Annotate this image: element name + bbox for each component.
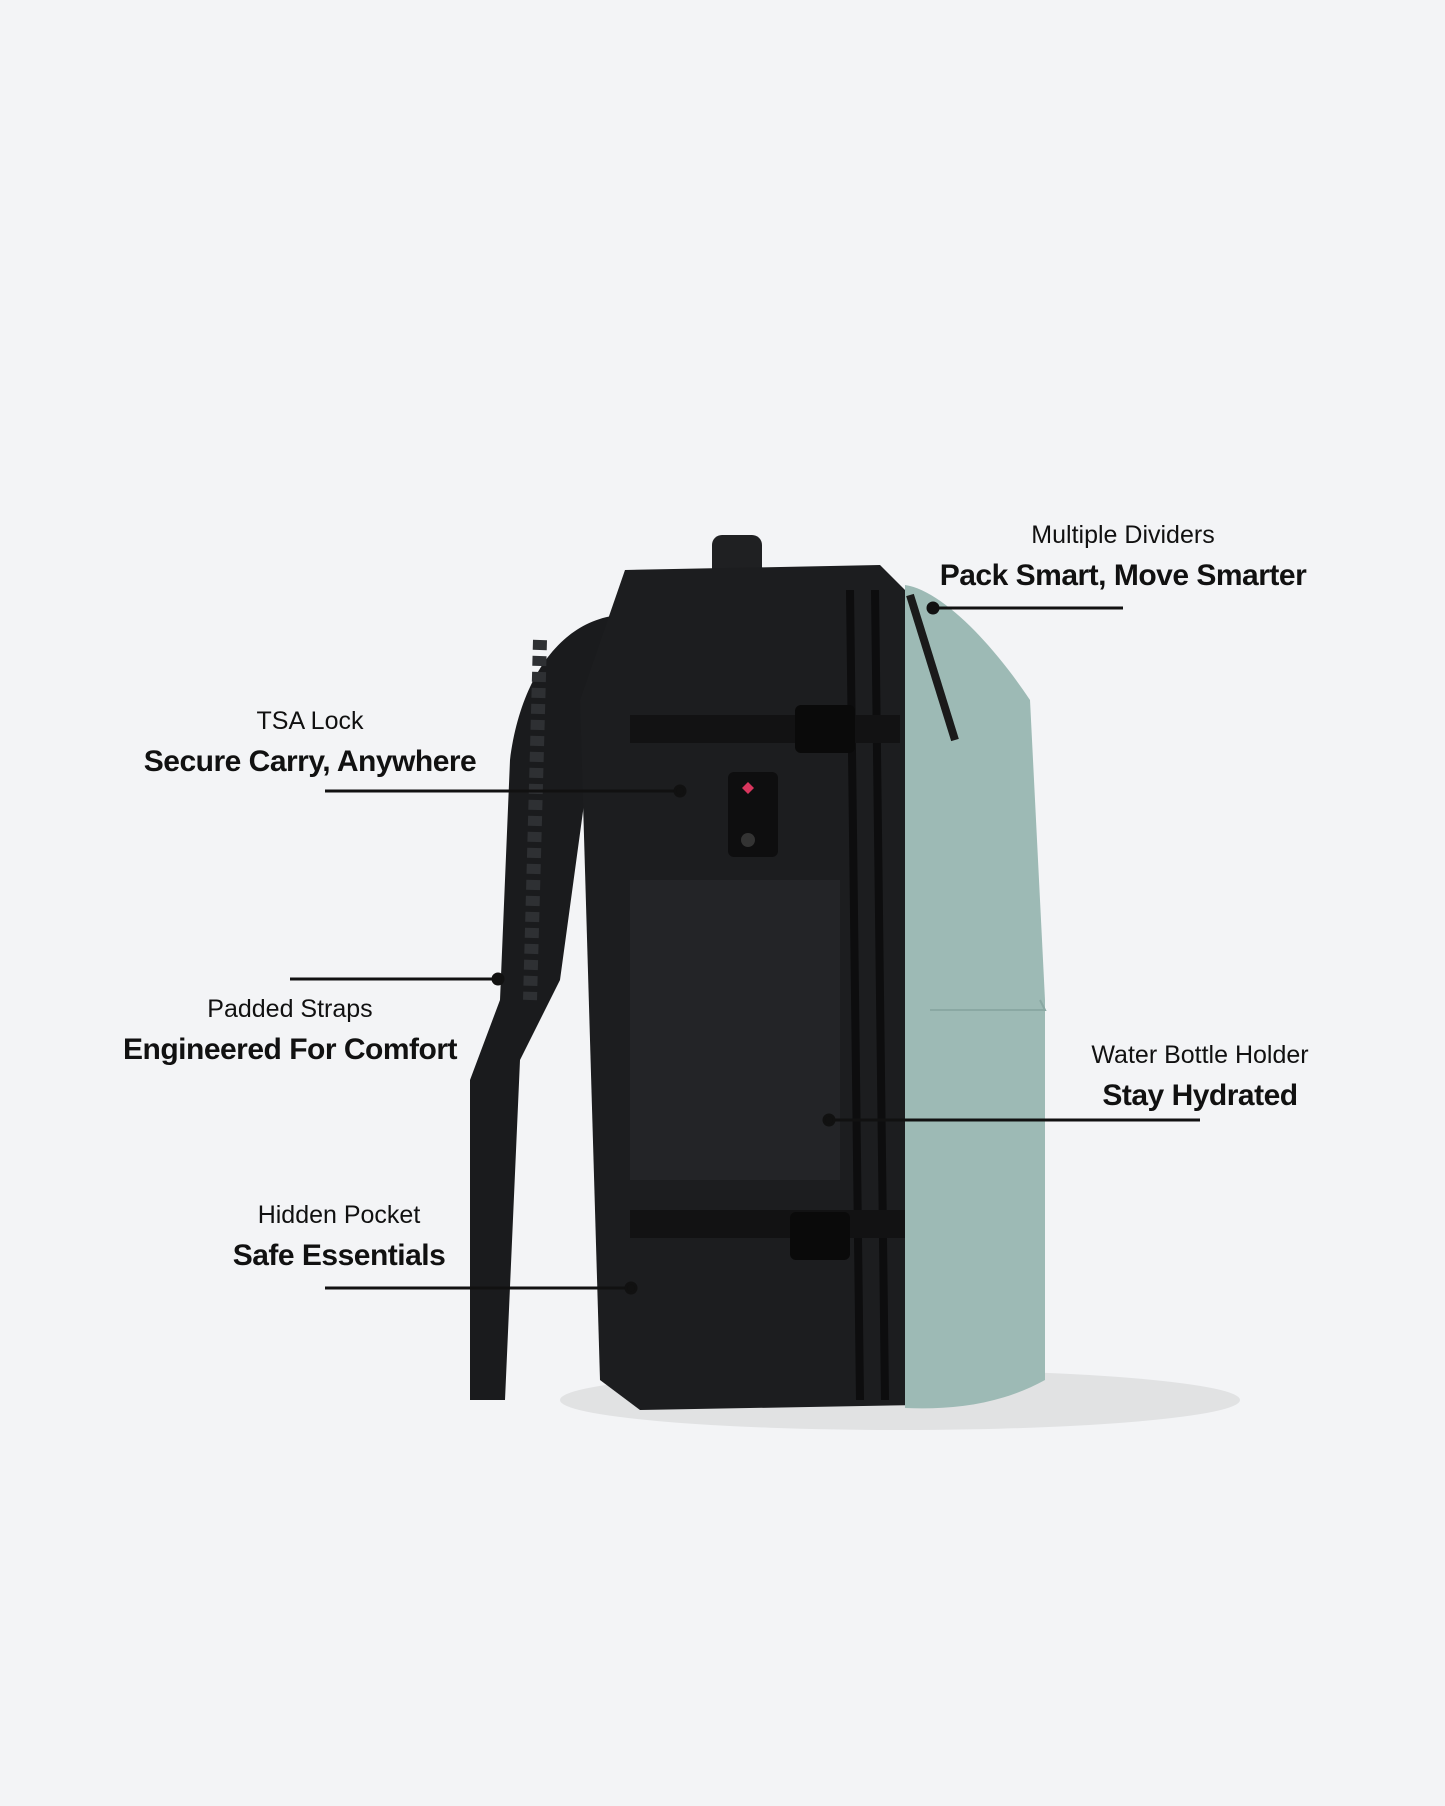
- callout-water-bottle-holder: Water Bottle Holder Stay Hydrated: [1091, 1040, 1308, 1114]
- callout-title: Pack Smart, Move Smarter: [939, 559, 1307, 592]
- callout-title: Secure Carry, Anywhere: [143, 745, 477, 778]
- callout-tsa-lock: TSA Lock Secure Carry, Anywhere: [144, 706, 477, 780]
- dot-bottle: [822, 1113, 836, 1127]
- callout-multiple-dividers: Multiple Dividers Pack Smart, Move Smart…: [940, 520, 1307, 594]
- callout-label: Padded Straps: [207, 995, 373, 1023]
- callout-label: Water Bottle Holder: [1091, 1041, 1309, 1069]
- compression-strap: [630, 715, 900, 743]
- teal-front-panel: [905, 585, 1045, 1409]
- callout-label: Hidden Pocket: [257, 1201, 421, 1229]
- callout-label: TSA Lock: [256, 707, 364, 735]
- panel-zipper: [906, 593, 959, 742]
- tsa-lock: [728, 772, 778, 857]
- buckle: [790, 1212, 850, 1260]
- buckle: [795, 705, 855, 753]
- callout-label: Multiple Dividers: [1031, 521, 1215, 549]
- front-pocket: [630, 880, 840, 1180]
- strap-padding: [523, 639, 547, 1001]
- callout-padded-straps: Padded Straps Engineered For Comfort: [122, 994, 458, 1068]
- shoulder-strap: [470, 615, 620, 1400]
- dot-straps: [491, 972, 505, 986]
- callout-hidden-pocket: Hidden Pocket Safe Essentials: [233, 1200, 446, 1274]
- panel-seam: [930, 999, 1047, 1011]
- callout-title: Stay Hydrated: [1102, 1079, 1298, 1112]
- dot-tsa: [673, 784, 687, 798]
- callout-lines: [290, 601, 1200, 1295]
- compression-strap: [630, 1210, 910, 1238]
- callout-title: Engineered For Comfort: [122, 1033, 458, 1066]
- callout-title: Safe Essentials: [232, 1239, 446, 1272]
- dot-pocket: [624, 1281, 638, 1295]
- tsa-diamond-icon: [742, 782, 754, 794]
- lock-keyhole: [741, 833, 755, 847]
- dot-dividers: [926, 601, 940, 615]
